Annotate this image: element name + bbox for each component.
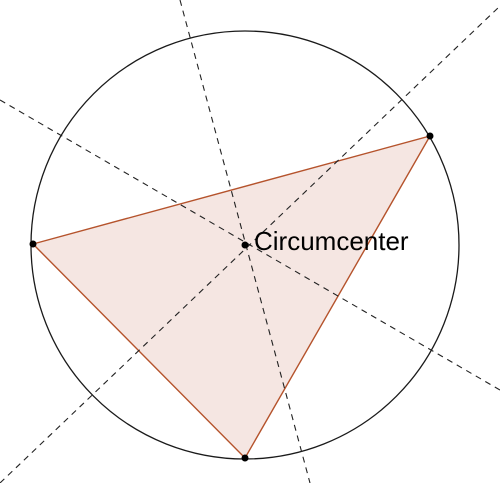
- vertex-bottom: [241, 454, 249, 462]
- triangle: [31, 134, 432, 460]
- circumcenter-label: Circumcenter: [254, 226, 409, 256]
- circumcenter-point: [241, 241, 249, 249]
- perpendicular-bisector-right-side: [0, 99, 500, 391]
- vertex-top-right: [426, 132, 434, 140]
- vertex-left: [29, 240, 37, 248]
